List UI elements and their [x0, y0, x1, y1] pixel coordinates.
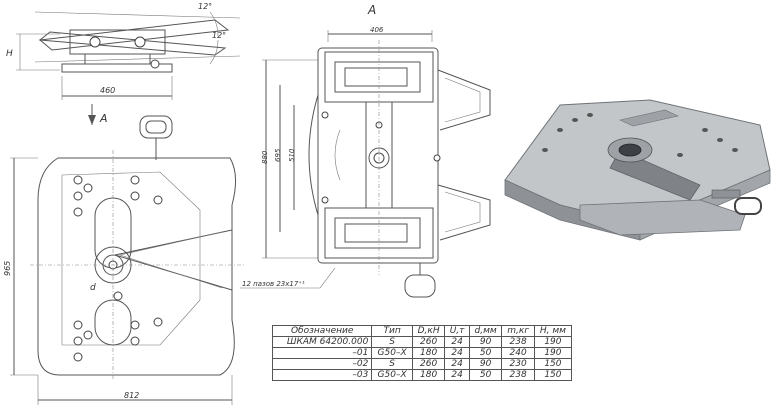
- fifth-wheel-render: [504, 99, 771, 241]
- cell-designation: –01: [271, 347, 373, 359]
- detail-d-label: d: [90, 283, 96, 293]
- holes-note-label: 12 пазов 23х17⁺¹: [242, 280, 305, 288]
- width-406-label: 406: [370, 26, 384, 34]
- cell-h-mm: 150: [533, 358, 573, 370]
- height-h-label: H: [6, 49, 13, 59]
- header-type: Тип: [371, 325, 413, 337]
- table-row: –01 G50–X 180 24 50 240 190: [271, 347, 573, 359]
- cell-m-kg: 238: [501, 336, 535, 348]
- cell-h-mm: 190: [533, 347, 573, 359]
- cell-type: G50–X: [371, 369, 413, 381]
- header-d-kn: D,кН: [411, 325, 446, 337]
- cell-d-mm: 50: [468, 369, 503, 381]
- cell-u-t: 24: [444, 347, 470, 359]
- height-510-label: 510: [288, 148, 296, 162]
- cell-d-mm: 90: [468, 358, 503, 370]
- cell-type: G50–X: [371, 347, 413, 359]
- cell-m-kg: 240: [501, 347, 535, 359]
- cell-u-t: 24: [444, 358, 470, 370]
- height-965-label: 965: [3, 261, 12, 276]
- cell-type: S: [371, 336, 413, 348]
- table-row: ШКАМ 64200.000 S 260 24 90 238 190: [271, 336, 573, 348]
- view-a-arrow-label: A: [99, 112, 108, 125]
- cell-designation: –03: [271, 369, 373, 381]
- width-812-label: 812: [124, 391, 139, 400]
- view-a: A 406 8: [240, 3, 491, 298]
- height-695-label: 695: [274, 148, 282, 162]
- cell-m-kg: 238: [501, 369, 535, 381]
- height-880-label: 880: [261, 150, 269, 164]
- cell-d-mm: 50: [468, 347, 503, 359]
- cell-d-kn: 260: [411, 336, 446, 348]
- cell-type: S: [371, 358, 413, 370]
- header-u-t: U,т: [444, 325, 470, 337]
- view-a-title: A: [367, 3, 376, 17]
- spec-table: Обозначение Тип D,кН U,т d,мм m,кг H, мм…: [271, 325, 573, 381]
- header-designation: Обозначение: [271, 325, 373, 337]
- cell-u-t: 24: [444, 336, 470, 348]
- cell-d-kn: 180: [411, 369, 446, 381]
- width-460-label: 460: [100, 86, 115, 95]
- cell-d-mm: 90: [468, 336, 503, 348]
- angle-bottom-label: 12°: [212, 31, 226, 40]
- cell-d-kn: 180: [411, 347, 446, 359]
- angle-top-label: 12°: [198, 2, 212, 11]
- plan-view: d 965 812: [3, 115, 245, 405]
- header-h-mm: H, мм: [533, 325, 573, 337]
- table-row: –02 S 260 24 90 230 150: [271, 358, 573, 370]
- cell-d-kn: 260: [411, 358, 446, 370]
- table-row: –03 G50–X 180 24 50 238 150: [271, 369, 573, 381]
- cell-h-mm: 190: [533, 336, 573, 348]
- cell-designation: –02: [271, 358, 373, 370]
- cell-h-mm: 150: [533, 369, 573, 381]
- header-d-mm: d,мм: [468, 325, 503, 337]
- cell-u-t: 24: [444, 369, 470, 381]
- header-m-kg: m,кг: [501, 325, 535, 337]
- cell-designation: ШКАМ 64200.000: [271, 336, 373, 348]
- side-view: 12° 12° H 460 A: [6, 2, 241, 125]
- spec-table-header-row: Обозначение Тип D,кН U,т d,мм m,кг H, мм: [271, 325, 573, 337]
- cell-m-kg: 230: [501, 358, 535, 370]
